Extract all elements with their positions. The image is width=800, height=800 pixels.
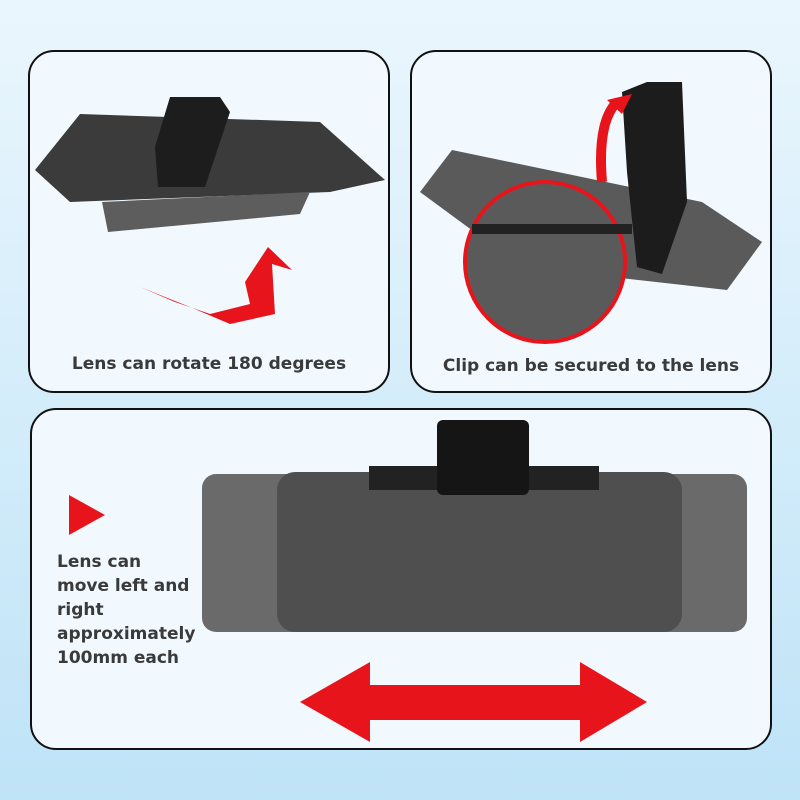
slide-caption: Lens can move left and right approximate… [57, 550, 217, 670]
caption-line: move left and [57, 576, 190, 596]
caption-line: Lens can [57, 552, 142, 572]
caption-line: right [57, 600, 104, 620]
caption-line: 100mm each [57, 648, 180, 668]
rotate-caption: Lens can rotate 180 degrees [71, 354, 347, 374]
red-triangle-icon [69, 495, 105, 535]
clip-visor-image [420, 82, 762, 344]
caption-line: approximately [57, 624, 196, 644]
slide-panel: Lens can move left and right approximate… [30, 408, 772, 750]
sliding-visor-image [69, 420, 747, 742]
clip-caption: Clip can be secured to the lens [442, 356, 740, 376]
rotate-panel: Lens can rotate 180 degrees [28, 50, 390, 393]
clip-panel: Clip can be secured to the lens [410, 50, 772, 393]
double-arrow-icon [300, 662, 647, 742]
rotating-visor-image [35, 97, 385, 324]
